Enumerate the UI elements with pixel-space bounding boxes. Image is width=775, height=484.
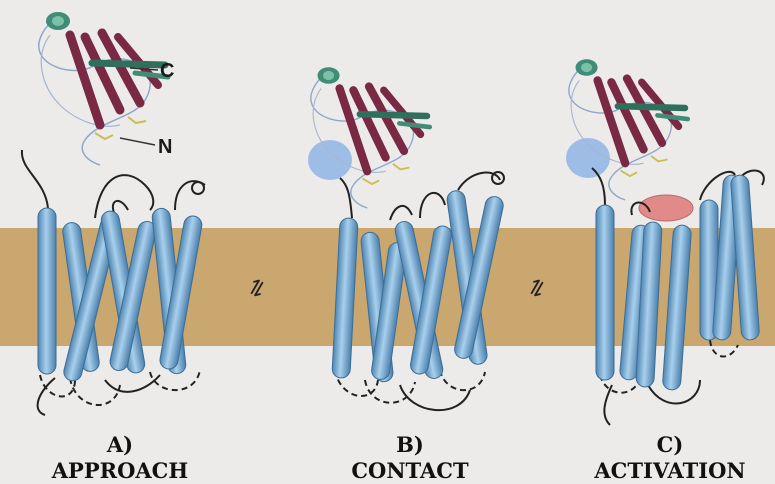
stage-a-caption: A) APPROACH xyxy=(20,432,220,484)
ligand-protein-a xyxy=(39,12,168,165)
stage-a-structure: C N xyxy=(22,12,205,415)
ligand-protein-b xyxy=(311,67,430,208)
stage-c-letter: C) xyxy=(570,432,770,458)
stage-c-name: ACTIVATION xyxy=(570,458,770,484)
stage-a-letter: A) xyxy=(20,432,220,458)
stage-c-caption: C) ACTIVATION xyxy=(570,432,770,484)
c-terminus-label: C xyxy=(160,60,174,82)
stage-b-name: CONTACT xyxy=(310,458,510,484)
n-terminus-label: N xyxy=(158,136,172,158)
stage-b-letter: B) xyxy=(310,432,510,458)
contact-site xyxy=(308,140,352,180)
ligand-protein-c xyxy=(569,59,688,200)
stage-b-caption: B) CONTACT xyxy=(310,432,510,484)
stage-a-name: APPROACH xyxy=(20,458,220,484)
